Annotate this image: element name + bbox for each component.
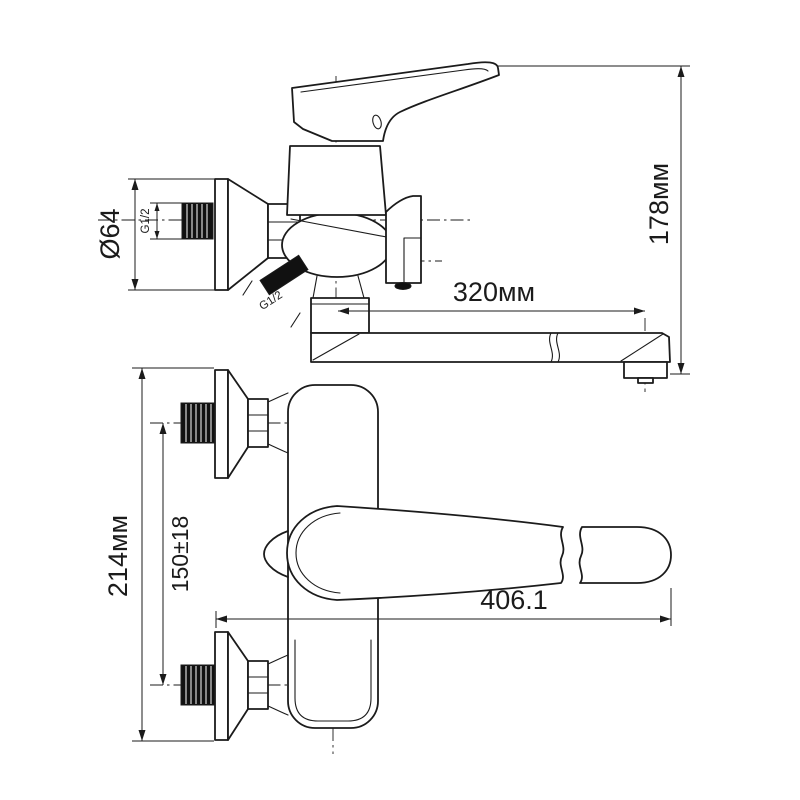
top-hex-nut [247, 398, 269, 448]
dimension-flange-diameter: Ø64 [95, 178, 217, 291]
top-hex-facets [247, 414, 269, 432]
body-seam-line [290, 218, 398, 240]
handle-left-bump [263, 530, 289, 578]
bottom-flange-cone [227, 631, 249, 741]
chamber-neck-lines [312, 275, 365, 299]
flange-plate [214, 178, 229, 291]
bracket-inner-lines [403, 237, 422, 284]
side-view: G1/2 G1/2 Ø64 320мм 178мм [95, 61, 690, 392]
spout-swivel-nut [310, 297, 370, 334]
spout-reach-label: 320мм [453, 277, 535, 307]
front-bottom-connector [180, 631, 269, 741]
flange-cone [227, 178, 269, 291]
aerator-tab [637, 377, 654, 384]
lever-end-cap [578, 526, 672, 584]
flange-diameter-label: Ø64 [95, 208, 125, 259]
spout-tip-chamfer [620, 333, 664, 362]
dim178-extension-lines [497, 65, 690, 375]
aerator [623, 361, 668, 379]
dimension-body-height: 214мм [103, 367, 214, 742]
wall-thread-hatch [186, 204, 208, 238]
lever-detail-oval [372, 114, 382, 130]
g12-extension-lines [150, 202, 182, 240]
lever-top-edge-line [300, 68, 489, 93]
bottom-neck-lines [267, 654, 289, 716]
front-body-inner-line [294, 639, 372, 722]
front-top-connector [180, 369, 269, 479]
top-flange-plate [214, 369, 229, 479]
spout-nut [310, 275, 370, 334]
front-lever-handle [263, 505, 672, 601]
overall-length-label: 406.1 [480, 585, 548, 615]
lever-grip [286, 505, 565, 601]
dimension-overall-length: 406.1 [215, 585, 672, 628]
dimension-spout-reach: 320мм [338, 277, 645, 315]
spout [310, 332, 671, 384]
shower-outlet-bracket [385, 195, 422, 290]
dimension-overall-height: 178мм [497, 65, 690, 375]
shower-thread-callout: G1/2 [242, 254, 309, 328]
lever-outline [291, 61, 500, 142]
top-neck-lines [267, 392, 289, 454]
shower-thread-ticks [242, 280, 301, 328]
top-thread-hatch [185, 404, 212, 442]
bottom-thread-hatch [185, 666, 212, 704]
top-flange-cone [227, 369, 249, 479]
dim214-extension-lines [132, 367, 214, 742]
dimension-inlet-thread: G1/2 [140, 202, 182, 240]
body-height-label: 214мм [103, 515, 133, 597]
shower-thread-label: G1/2 [257, 289, 284, 313]
spout-base-chamfer [312, 333, 360, 361]
shower-thread-band [259, 254, 309, 296]
side-lever-handle [291, 61, 500, 142]
bottom-flange-plate [214, 631, 229, 741]
g12-arrowheads [154, 203, 160, 239]
lever-grip-inner-arc [295, 512, 341, 594]
spout-break-lines [549, 332, 560, 363]
spout-tube [310, 332, 671, 363]
dia64-extension-lines [128, 178, 217, 291]
top-thread-pipe [180, 402, 216, 444]
bottom-hex-nut [247, 660, 269, 710]
inlet-thread-label: G1/2 [140, 209, 152, 234]
overall-height-label: 178мм [644, 163, 674, 245]
front-view: 406.1 150±18 214мм [103, 367, 672, 754]
dimension-center-distance: 150±18 [159, 423, 193, 685]
cartridge-body [286, 145, 387, 216]
bottom-hex-facets [247, 676, 269, 694]
center-distance-label: 150±18 [167, 516, 193, 593]
bracket-shadow-dot [394, 282, 412, 290]
side-eccentric-connector [181, 178, 301, 291]
